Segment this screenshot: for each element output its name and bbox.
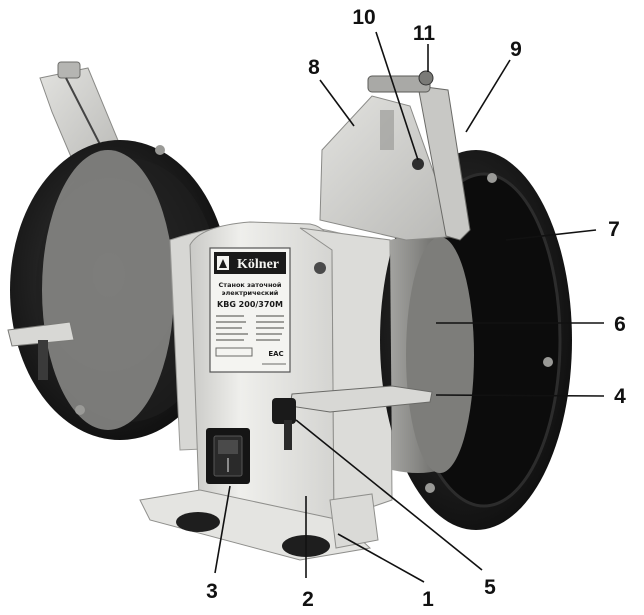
left-wheel-surface (42, 150, 174, 430)
leader-9 (465, 59, 511, 133)
shield-frame (417, 85, 471, 241)
leader-3 (214, 485, 231, 574)
callout-11: 11 (413, 22, 436, 45)
leader-lines (214, 31, 605, 583)
power-switch (206, 428, 250, 484)
callout-2: 2 (302, 588, 314, 611)
eac-mark: EAC (268, 350, 283, 358)
leader-1 (337, 533, 425, 583)
callout-numbers: 1 2 3 4 5 6 7 8 9 10 11 (206, 6, 626, 611)
nameplate: Kölner Станок заточной электрический KBG… (209, 247, 291, 373)
brand-logo-banner (214, 252, 286, 274)
leader-8 (319, 79, 355, 127)
callout-6: 6 (614, 313, 626, 336)
callout-3: 3 (206, 580, 218, 603)
nameplate-title-line1: Станок заточной (219, 281, 282, 289)
callout-5: 5 (484, 576, 496, 599)
leader-10 (375, 31, 419, 161)
callout-4: 4 (614, 385, 626, 408)
right-wheel-assembly (272, 70, 572, 530)
tool-rest-knob (272, 398, 296, 424)
leader-7 (505, 229, 597, 241)
adjust-screw (412, 158, 424, 170)
leader-4 (435, 394, 605, 397)
leader-5 (295, 419, 483, 571)
hinge-screw (418, 70, 434, 86)
callout-1: 1 (422, 588, 434, 611)
callout-8: 8 (308, 56, 320, 79)
callout-9: 9 (510, 38, 522, 61)
nameplate-spec-lines (216, 315, 284, 341)
left-shield-bracket (57, 61, 81, 79)
nameplate-title-line2: электрический (222, 289, 279, 297)
brand-logo: Kölner (237, 257, 279, 272)
left-tool-rest (7, 321, 75, 347)
callout-10: 10 (352, 6, 375, 29)
nameplate-model: KBG 200/370M (217, 300, 283, 309)
left-wheel-assembly (7, 61, 230, 440)
callout-7: 7 (608, 218, 620, 241)
